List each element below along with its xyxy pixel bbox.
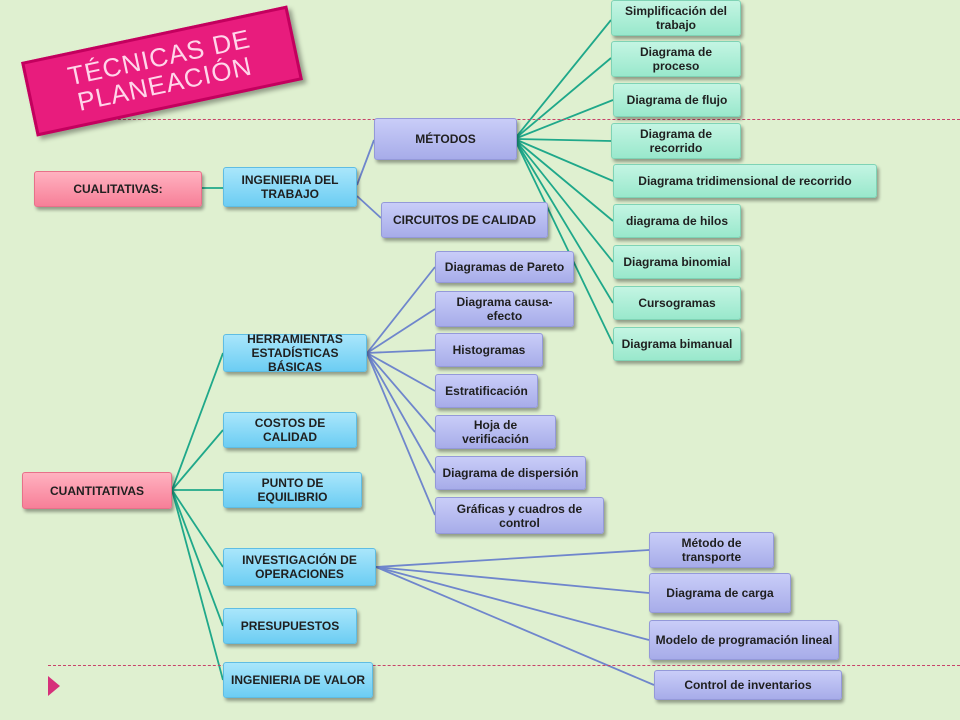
node-diagramas-de-pareto: Diagramas de Pareto (435, 251, 574, 283)
node-ingenieria-del-trabajo: INGENIERIA DEL TRABAJO (223, 167, 357, 207)
node-modelo-de-programacion-lineal: Modelo de programación lineal (649, 620, 839, 660)
node-diagrama-binomial: Diagrama binomial (613, 245, 741, 279)
connector-line (356, 139, 375, 186)
connector-line (516, 139, 614, 182)
connector-line (366, 349, 436, 354)
connector-line (171, 489, 224, 568)
connector-line (366, 352, 436, 392)
connector-line (375, 566, 655, 686)
connector-line (171, 489, 224, 627)
node-estratificacion: Estratificación (435, 374, 538, 408)
connector-line (516, 140, 614, 222)
connector-line (516, 143, 614, 345)
connector-line (171, 429, 224, 491)
connector-line (366, 308, 436, 354)
connector-line (516, 141, 614, 263)
node-diagrama-de-recorrido: Diagrama de recorrido (611, 123, 741, 159)
connector-line (171, 352, 224, 491)
node-herramientas-estadisticas: HERRAMIENTAS ESTADÍSTICAS BÁSICAS (223, 332, 367, 374)
dashed-divider-bottom (48, 665, 960, 666)
node-cualitativas: CUALITATIVAS: (34, 171, 202, 207)
node-metodo-de-transporte: Método de transporte (649, 532, 774, 568)
connector-line (516, 19, 612, 137)
node-metodos: MÉTODOS (374, 118, 517, 160)
node-ingenieria-de-valor: INGENIERIA DE VALOR (223, 662, 373, 698)
node-diagrama-de-carga: Diagrama de carga (649, 573, 791, 613)
node-simplificacion-del-trabajo: Simplificación del trabajo (611, 0, 741, 36)
connector-line (375, 566, 650, 641)
node-diagrama-de-proceso: Diagrama de proceso (611, 41, 741, 77)
node-diagrama-de-hilos: diagrama de hilos (613, 204, 741, 238)
connector-line (375, 566, 650, 594)
node-diagrama-bimanual: Diagrama bimanual (613, 327, 741, 361)
node-costos-de-calidad: COSTOS DE CALIDAD (223, 412, 357, 448)
connector-line (516, 138, 612, 142)
node-diagrama-causa-efecto: Diagrama causa-efecto (435, 291, 574, 327)
slide-nav-arrow-icon (48, 676, 60, 696)
connector-line (516, 57, 612, 138)
node-graficas-y-cuadros-de-control: Gráficas y cuadros de control (435, 497, 604, 534)
node-diagrama-de-dispersion: Diagrama de dispersión (435, 456, 586, 490)
node-cursogramas: Cursogramas (613, 286, 741, 320)
node-hoja-de-verificacion: Hoja de verificación (435, 415, 556, 449)
connector-line (366, 352, 436, 474)
connector-line (375, 549, 650, 568)
node-circuitos-de-calidad: CIRCUITOS DE CALIDAD (381, 202, 548, 238)
node-cuantitativas: CUANTITATIVAS (22, 472, 172, 509)
connector-line (516, 142, 614, 304)
node-diagrama-tridimensional: Diagrama tridimensional de recorrido (613, 164, 877, 198)
node-control-de-inventarios: Control de inventarios (654, 670, 842, 700)
connector-line (366, 352, 436, 516)
connector-line (356, 195, 382, 219)
connector-line (171, 489, 224, 681)
node-histogramas: Histogramas (435, 333, 543, 367)
connector-line (366, 266, 436, 354)
node-punto-de-equilibrio: PUNTO DE EQUILIBRIO (223, 472, 362, 508)
node-investigacion-de-operaciones: INVESTIGACIÓN DE OPERACIONES (223, 548, 376, 586)
node-presupuestos: PRESUPUESTOS (223, 608, 357, 644)
connector-line (366, 352, 436, 433)
node-diagrama-de-flujo: Diagrama de flujo (613, 83, 741, 117)
